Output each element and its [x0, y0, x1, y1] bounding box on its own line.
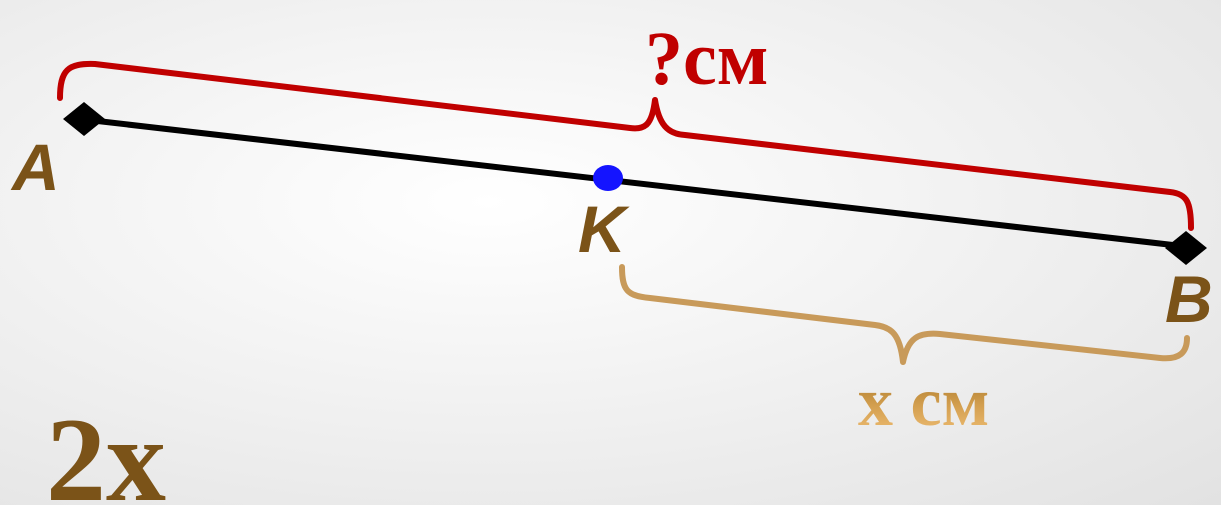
point-b-label: B — [1165, 262, 1213, 336]
kb-length-label: х см — [858, 364, 989, 441]
total-length-label: ?см — [645, 17, 769, 101]
point-k-dot — [593, 165, 623, 191]
point-k-label: K — [578, 192, 630, 266]
point-a-marker — [63, 102, 105, 136]
bottom-brace — [619, 264, 1190, 365]
top-brace — [57, 60, 1194, 231]
point-a-label: A — [10, 130, 60, 204]
multiplier-label: 2х — [46, 393, 166, 505]
point-b-marker — [1165, 231, 1207, 265]
segment-ab — [77, 116, 1193, 250]
